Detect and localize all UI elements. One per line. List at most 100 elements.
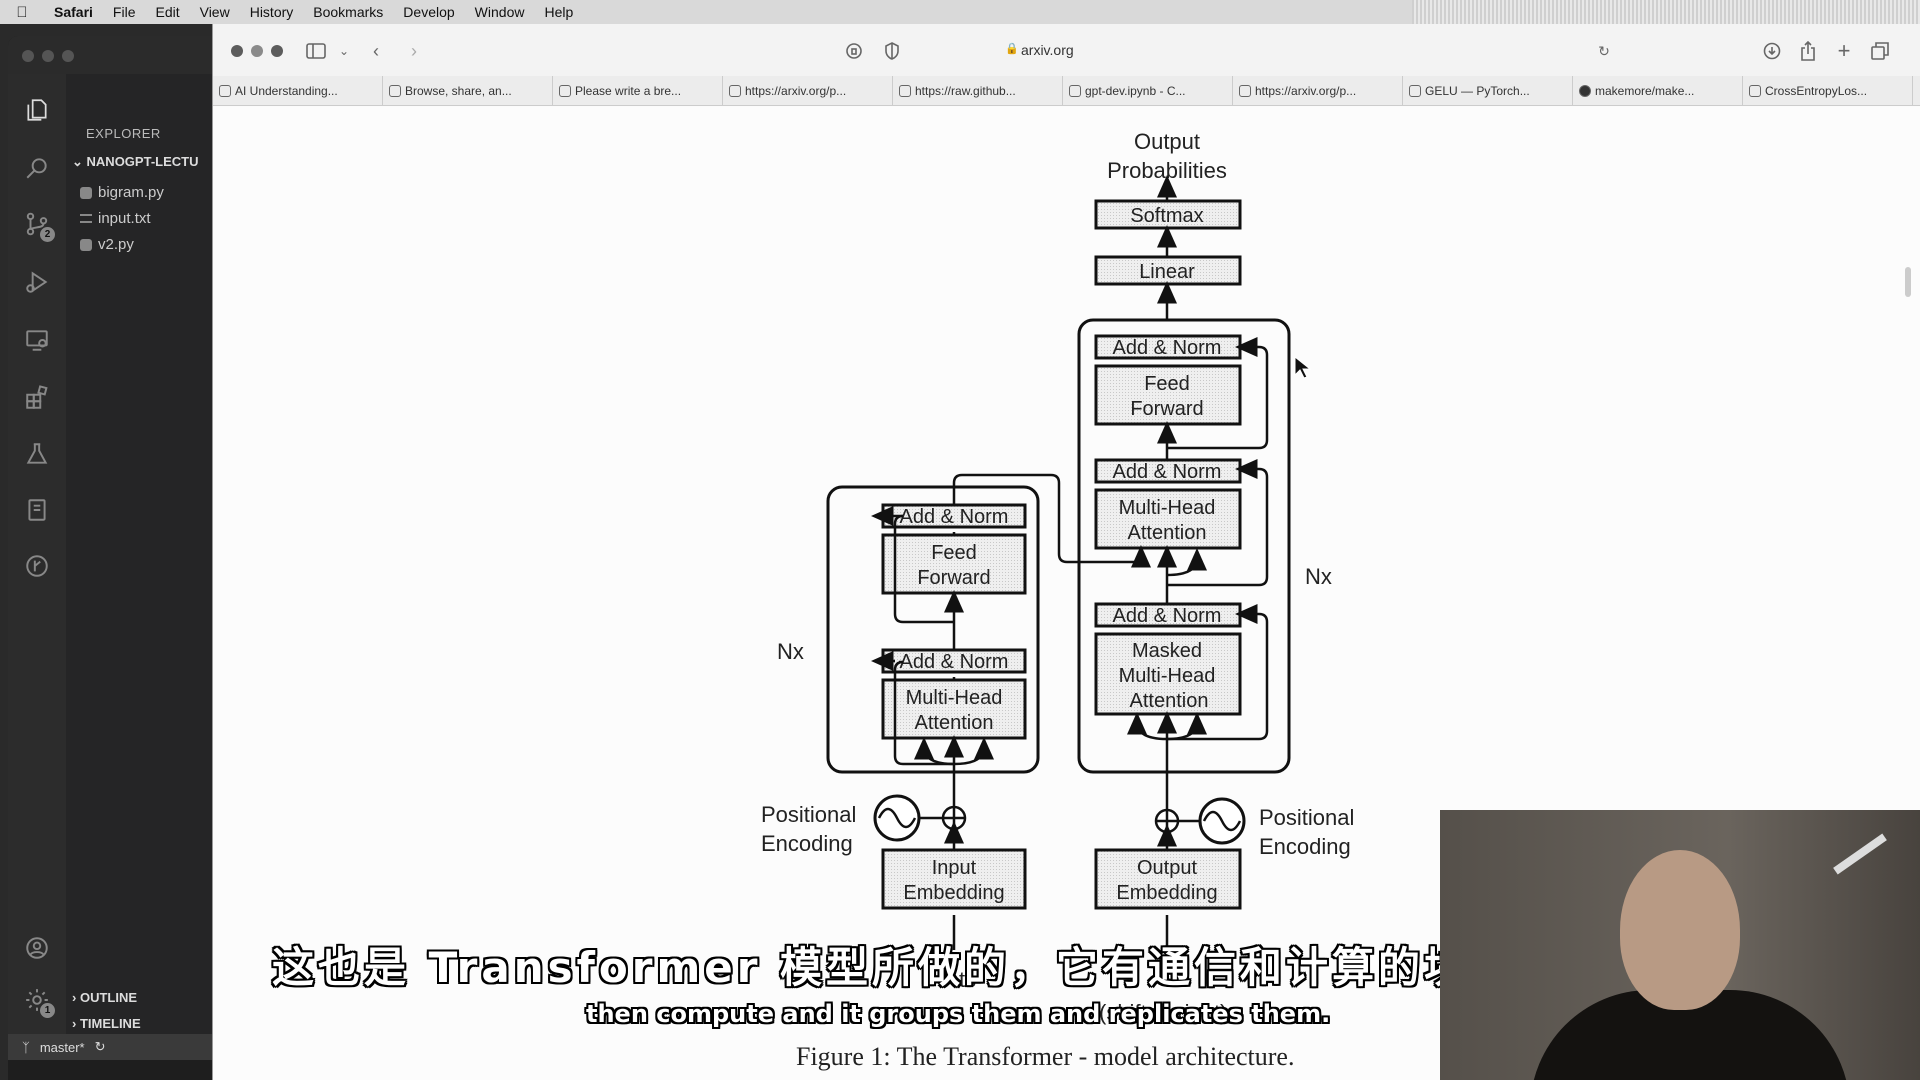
source-control-icon[interactable]: 2 (23, 210, 55, 242)
explorer-sidebar: EXPLORER ⌄ NANOGPT-LECTU bigram.py input… (66, 74, 213, 1034)
tab-0[interactable]: AI Understanding... (213, 76, 383, 106)
nx-label-decoder: Nx (1305, 564, 1332, 589)
menu-view[interactable]: View (199, 4, 230, 20)
github-icon (1579, 85, 1591, 97)
tab-8[interactable]: makemore/make... (1573, 76, 1743, 106)
figure-caption: Figure 1: The Transformer - model archit… (796, 1042, 1295, 1071)
input-label: Input (932, 857, 977, 879)
remote-explorer-icon[interactable] (23, 326, 51, 354)
share-icon[interactable] (1797, 40, 1819, 62)
file-bigram-py[interactable]: bigram.py (80, 184, 164, 201)
safari-toolbar: ⌄ ‹ › 🔒 arxiv.org ↻ + (213, 24, 1920, 76)
menu-develop[interactable]: Develop (403, 4, 455, 20)
outline-label: OUTLINE (79, 990, 138, 1005)
tab-3[interactable]: https://arxiv.org/p... (723, 76, 893, 106)
reload-icon[interactable]: ↻ (1598, 42, 1610, 59)
menu-file[interactable]: File (112, 4, 136, 20)
timeline-section[interactable]: › TIMELINE (72, 1016, 141, 1031)
privacy-report-icon[interactable] (843, 40, 865, 62)
forward-label: Forward (1130, 398, 1203, 420)
back-icon[interactable]: ‹ (373, 40, 379, 61)
python-file-icon (80, 186, 92, 199)
chevron-down-icon[interactable]: ⌄ (338, 44, 350, 58)
explorer-icon[interactable] (23, 96, 51, 124)
tab-label: CrossEntropyLos... (1765, 84, 1868, 98)
scrollbar[interactable] (1905, 267, 1911, 297)
encoder-feed-forward (881, 533, 1027, 595)
address-bar[interactable]: arxiv.org (1021, 42, 1074, 58)
decoder-feed-forward (1094, 364, 1242, 426)
download-icon[interactable] (1761, 40, 1783, 62)
file-input-txt[interactable]: input.txt (80, 210, 151, 227)
tab-label: https://raw.github... (915, 84, 1016, 98)
sync-icon[interactable]: ↻ (94, 1039, 106, 1054)
file-v2-py[interactable]: v2.py (80, 236, 134, 253)
tab-9[interactable]: CrossEntropyLos... (1743, 76, 1913, 106)
folder-nanogpt[interactable]: ⌄ NANOGPT-LECTU (72, 154, 198, 170)
testing-icon[interactable] (23, 440, 51, 468)
transformer-diagram: Output Probabilities Softmax Linear Add … (761, 129, 1354, 1025)
explorer-title: EXPLORER (86, 126, 161, 141)
menu-app-safari[interactable]: Safari (54, 4, 93, 20)
tab-6[interactable]: https://arxiv.org/p... (1233, 76, 1403, 106)
chevron-down-icon: ⌄ (72, 154, 83, 169)
outline-section[interactable]: › OUTLINE (72, 990, 137, 1005)
tab-label: https://arxiv.org/p... (1255, 84, 1357, 98)
favicon-icon (729, 85, 741, 97)
nx-label-encoder: Nx (777, 639, 804, 664)
run-debug-icon[interactable] (23, 268, 51, 296)
output-probabilities-label-2: Probabilities (1107, 158, 1227, 183)
menu-help[interactable]: Help (544, 4, 574, 20)
new-tab-icon[interactable]: + (1837, 38, 1851, 63)
tab-1[interactable]: Browse, share, an... (383, 76, 553, 106)
add-norm-label: Add & Norm (900, 506, 1009, 528)
sidebar-toggle-icon[interactable] (305, 40, 327, 62)
minimize-window-button[interactable] (42, 50, 54, 62)
search-icon[interactable] (23, 154, 51, 182)
menu-window[interactable]: Window (474, 4, 525, 20)
tab-4[interactable]: https://raw.github... (893, 76, 1063, 106)
zoom-window-button[interactable] (271, 45, 283, 57)
extensions-icon[interactable] (23, 384, 51, 412)
tab-overview-icon[interactable] (1869, 40, 1891, 62)
chevron-right-icon: › (72, 990, 80, 1005)
output-label: Output (1137, 857, 1197, 879)
output-embedding-box (1094, 848, 1242, 910)
tab-7[interactable]: GELU — PyTorch... (1403, 76, 1573, 106)
menubar-status-area (1412, 0, 1920, 24)
tab-2[interactable]: Please write a bre... (553, 76, 723, 106)
add-norm-label: Add & Norm (1113, 461, 1222, 483)
shifted-right-label: (shifted right) (1099, 1000, 1227, 1025)
favicon-icon (1239, 85, 1251, 97)
zoom-window-button[interactable] (62, 50, 74, 62)
favicon-icon (559, 85, 571, 97)
apple-icon[interactable]:  (0, 4, 44, 21)
minimize-window-button[interactable] (251, 45, 263, 57)
menu-bar:  Safari File Edit View History Bookmark… (0, 0, 1920, 24)
close-window-button[interactable] (22, 50, 34, 62)
settings-gear-icon[interactable]: 1 (23, 986, 55, 1018)
tab-5[interactable]: gpt-dev.ipynb - C... (1063, 76, 1233, 106)
close-window-button[interactable] (231, 45, 243, 57)
multi-head-label: Multi-Head (1119, 497, 1216, 519)
chevron-right-icon: › (72, 1016, 80, 1031)
notebook-icon[interactable] (23, 496, 51, 524)
multi-head-label: Multi-Head (906, 687, 1003, 709)
shield-icon[interactable] (881, 40, 903, 62)
account-icon[interactable] (23, 934, 51, 962)
forward-icon[interactable]: › (411, 40, 417, 61)
source-control-badge: 2 (40, 227, 55, 242)
git-graph-icon[interactable] (23, 552, 51, 580)
vscode-window: 2 1 EXPLORER ⌄ NANOGPT-LEC (8, 36, 213, 1080)
menu-history[interactable]: History (249, 4, 294, 20)
folder-name: NANOGPT-LECTU (86, 154, 199, 169)
file-name: v2.py (98, 236, 134, 253)
branch-name[interactable]: master* (39, 1039, 85, 1055)
menu-bookmarks[interactable]: Bookmarks (313, 4, 384, 20)
positional-label-right: Positional (1259, 805, 1354, 830)
add-norm-label: Add & Norm (1113, 337, 1222, 359)
encoder-block (826, 485, 1040, 774)
inputs-label-partial: ts (959, 967, 976, 992)
menu-edit[interactable]: Edit (155, 4, 180, 20)
encoding-label-left: Encoding (761, 831, 853, 856)
